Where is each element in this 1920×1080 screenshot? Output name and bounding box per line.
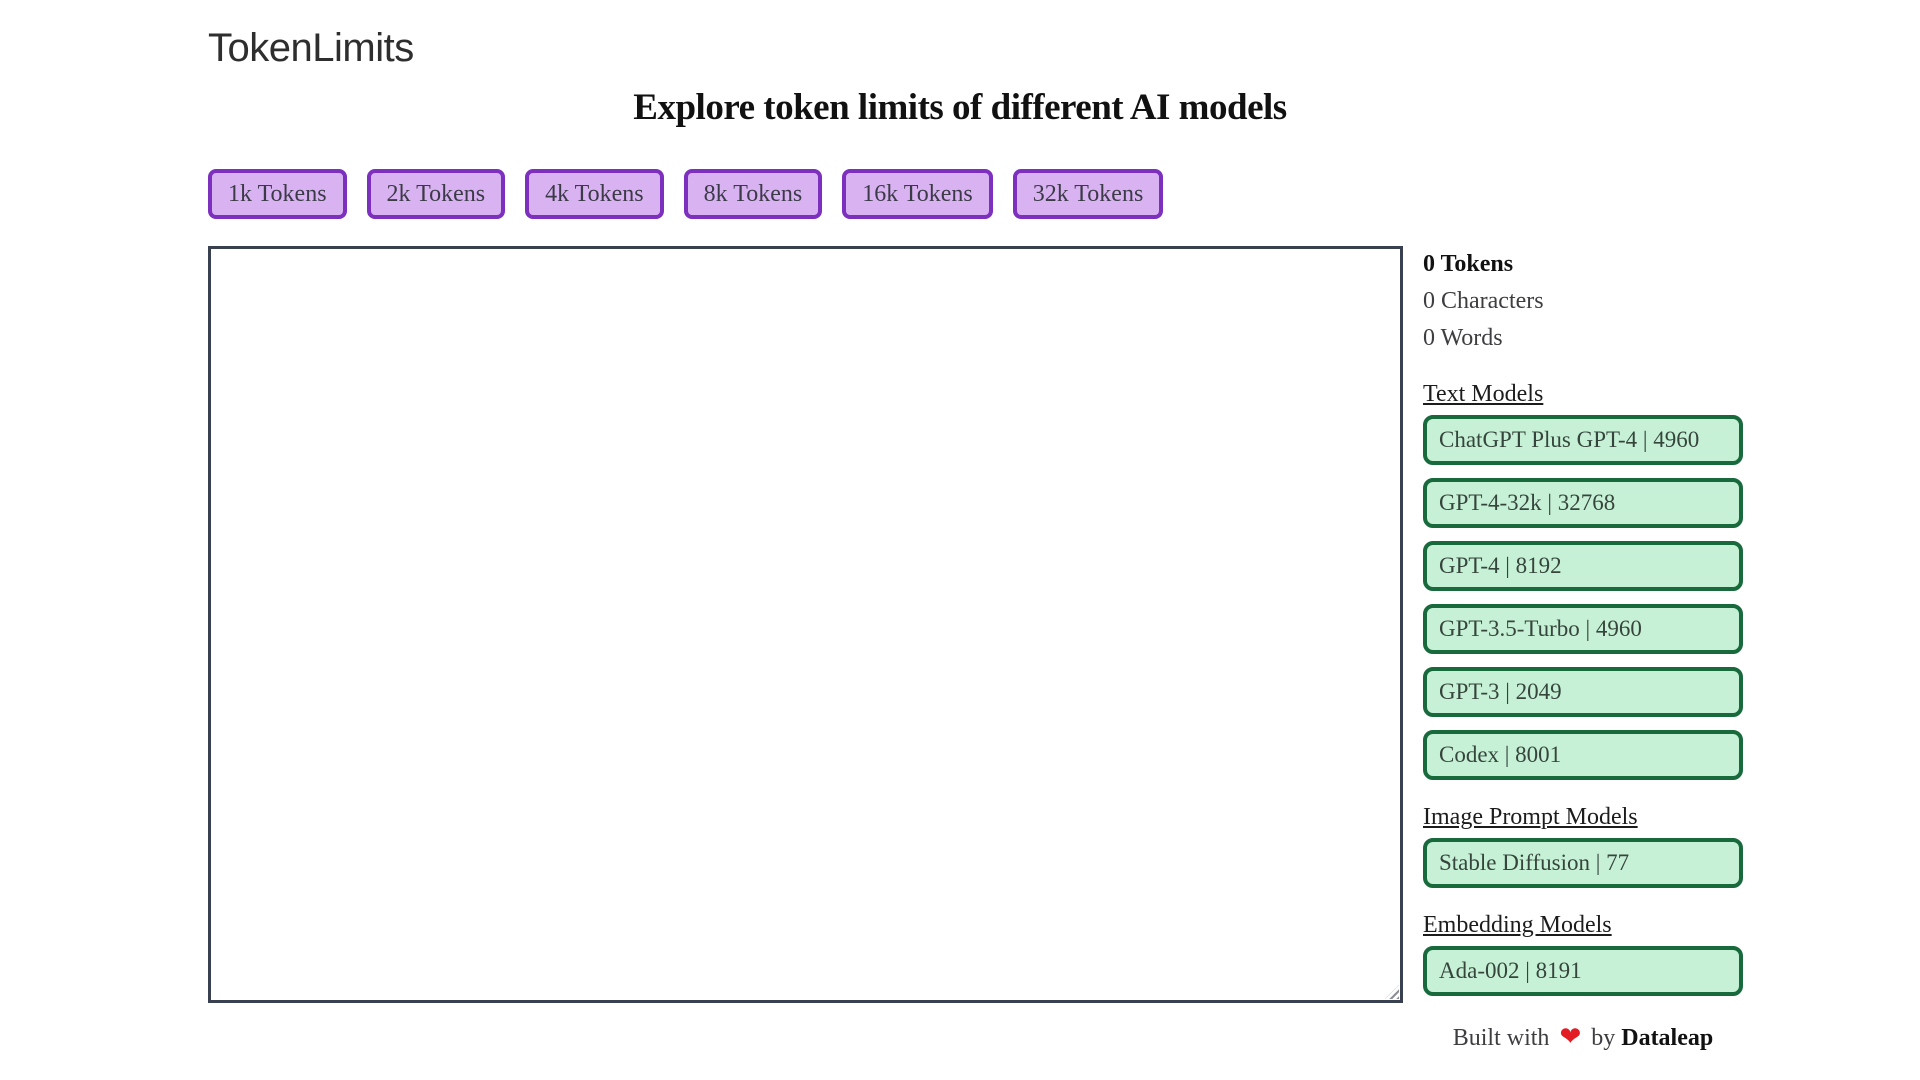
model-label: Codex | 8001	[1439, 742, 1562, 767]
model-label: GPT-3.5-Turbo | 4960	[1439, 616, 1642, 641]
model-chatgpt-plus-gpt4: ChatGPT Plus GPT-4 | 4960	[1423, 415, 1743, 465]
model-gpt4: GPT-4 | 8192	[1423, 541, 1743, 591]
token-button-1k[interactable]: 1k Tokens	[208, 169, 347, 219]
token-buttons-row: 1k Tokens 2k Tokens 4k Tokens 8k Tokens …	[208, 169, 1920, 219]
section-heading-embedding-models: Embedding Models	[1423, 912, 1612, 938]
model-label: Ada-002 | 8191	[1439, 958, 1582, 983]
section-heading-image-prompt-models: Image Prompt Models	[1423, 804, 1638, 830]
footer-brand[interactable]: Dataleap	[1621, 1025, 1714, 1051]
token-button-16k[interactable]: 16k Tokens	[842, 169, 993, 219]
word-count: 0 Words	[1423, 325, 1503, 351]
character-count: 0 Characters	[1423, 288, 1544, 314]
model-stable-diffusion: Stable Diffusion | 77	[1423, 838, 1743, 888]
model-label: GPT-4-32k | 32768	[1439, 490, 1616, 515]
heart-icon: ❤	[1559, 1022, 1582, 1051]
text-input-area[interactable]	[208, 246, 1403, 1003]
token-count: 0 Tokens	[1423, 251, 1514, 277]
model-codex: Codex | 8001	[1423, 730, 1743, 780]
main-row: 0 Tokens 0 Characters 0 Words Text Model…	[208, 246, 1920, 1052]
model-label: ChatGPT Plus GPT-4 | 4960	[1439, 427, 1700, 452]
page-heading: Explore token limits of different AI mod…	[633, 87, 1287, 128]
page: TokenLimits Explore token limits of diff…	[0, 25, 1920, 1080]
token-button-32k[interactable]: 32k Tokens	[1012, 169, 1164, 219]
model-label: GPT-4 | 8192	[1439, 553, 1562, 578]
model-gpt3: GPT-3 | 2049	[1423, 667, 1743, 717]
model-gpt35-turbo: GPT-3.5-Turbo | 4960	[1423, 604, 1743, 654]
token-button-4k[interactable]: 4k Tokens	[525, 169, 664, 219]
site-title: TokenLimits	[208, 26, 414, 70]
model-label: Stable Diffusion | 77	[1439, 850, 1630, 875]
model-label: GPT-3 | 2049	[1439, 679, 1562, 704]
token-button-8k[interactable]: 8k Tokens	[683, 169, 823, 219]
model-ada-002: Ada-002 | 8191	[1423, 946, 1743, 996]
model-gpt4-32k: GPT-4-32k | 32768	[1423, 478, 1743, 528]
footer-credit: Built with ❤ by Dataleap	[1423, 1022, 1743, 1052]
token-button-2k[interactable]: 2k Tokens	[366, 169, 506, 219]
footer-prefix: Built with	[1452, 1025, 1550, 1051]
footer-connector: by	[1591, 1025, 1616, 1051]
stats-sidebar: 0 Tokens 0 Characters 0 Words Text Model…	[1423, 246, 1743, 1052]
section-heading-text-models: Text Models	[1423, 381, 1544, 407]
editor-wrap	[208, 246, 1403, 1003]
